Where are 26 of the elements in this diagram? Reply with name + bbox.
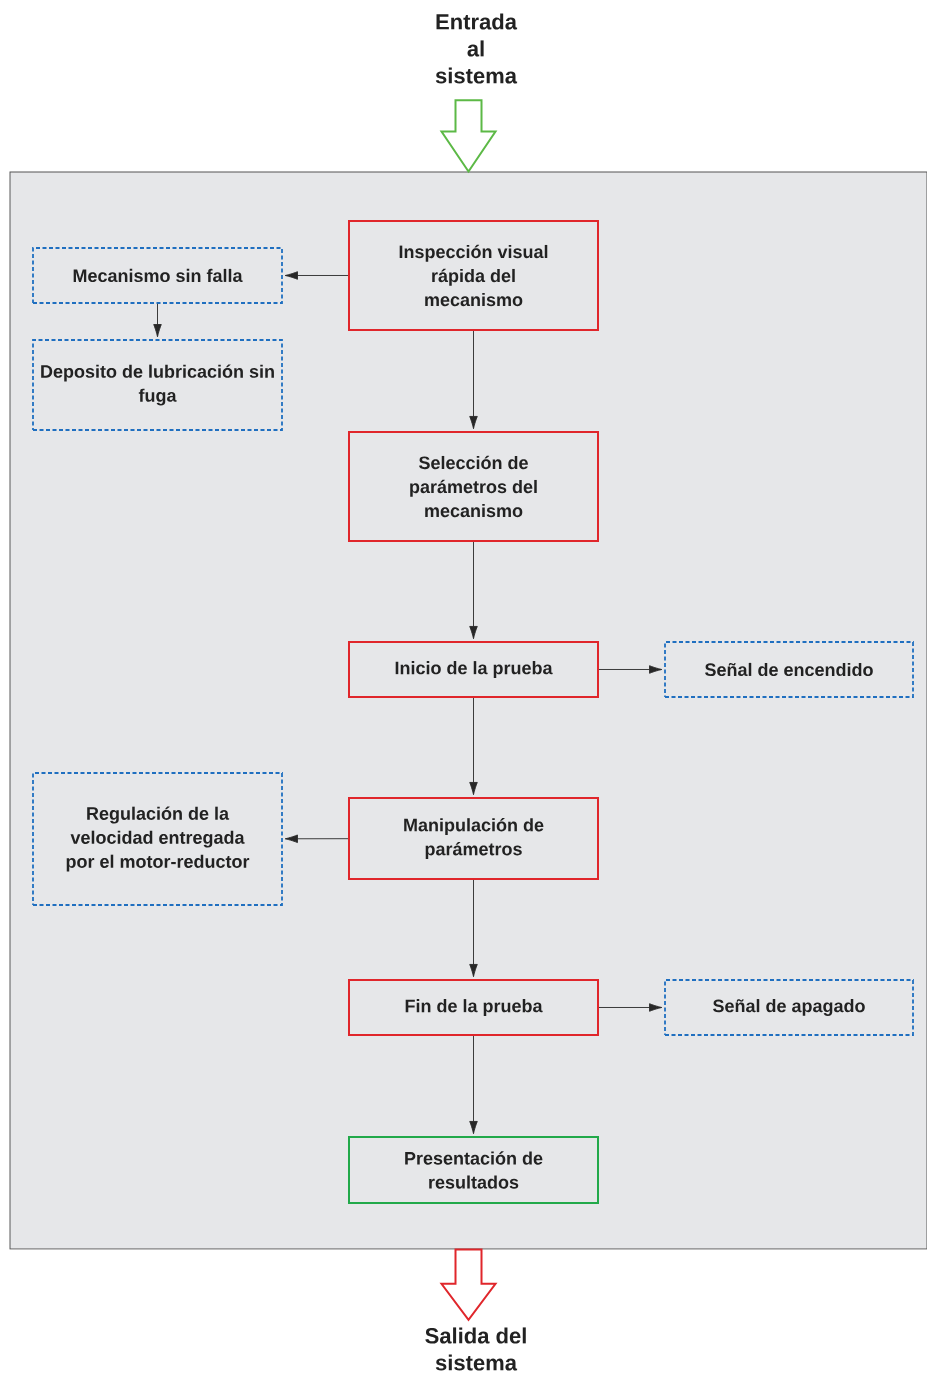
arrow: [469, 697, 478, 796]
block-arrow: [439, 99, 498, 174]
input-output-label: Entrada al sistema: [435, 13, 518, 84]
dashed-box: Señal de encendido: [664, 641, 914, 698]
dashed-box: Mecanismo sin falla: [32, 247, 283, 304]
dashed-box: Deposito de lubricación sin fuga: [32, 339, 283, 431]
arrow: [469, 879, 478, 978]
process-box: Manipulación de parámetros: [348, 797, 599, 880]
arrow: [469, 330, 478, 430]
process-box: Fin de la prueba: [348, 979, 599, 1036]
dashed-box: Señal de apagado: [664, 979, 914, 1036]
process-box: Inspección visual rápida del mecanismo: [348, 220, 599, 331]
arrow: [469, 1035, 478, 1135]
dashed-box: Regulación de la velocidad entregada por el motor-reductor: [32, 772, 283, 906]
system-panel: [9, 171, 927, 1250]
arrow: [598, 665, 663, 674]
arrow: [284, 271, 349, 280]
arrow: [469, 541, 478, 640]
arrow: [284, 834, 349, 843]
process-box: Inicio de la prueba: [348, 641, 599, 698]
block-arrow: [439, 1248, 498, 1322]
arrow: [598, 1003, 663, 1012]
result-box: Presentación de resultados: [348, 1136, 599, 1204]
process-box: Selección de parámetros del mecanismo: [348, 431, 599, 542]
arrow: [153, 303, 162, 338]
input-output-label: Salida del sistema: [425, 1327, 526, 1371]
